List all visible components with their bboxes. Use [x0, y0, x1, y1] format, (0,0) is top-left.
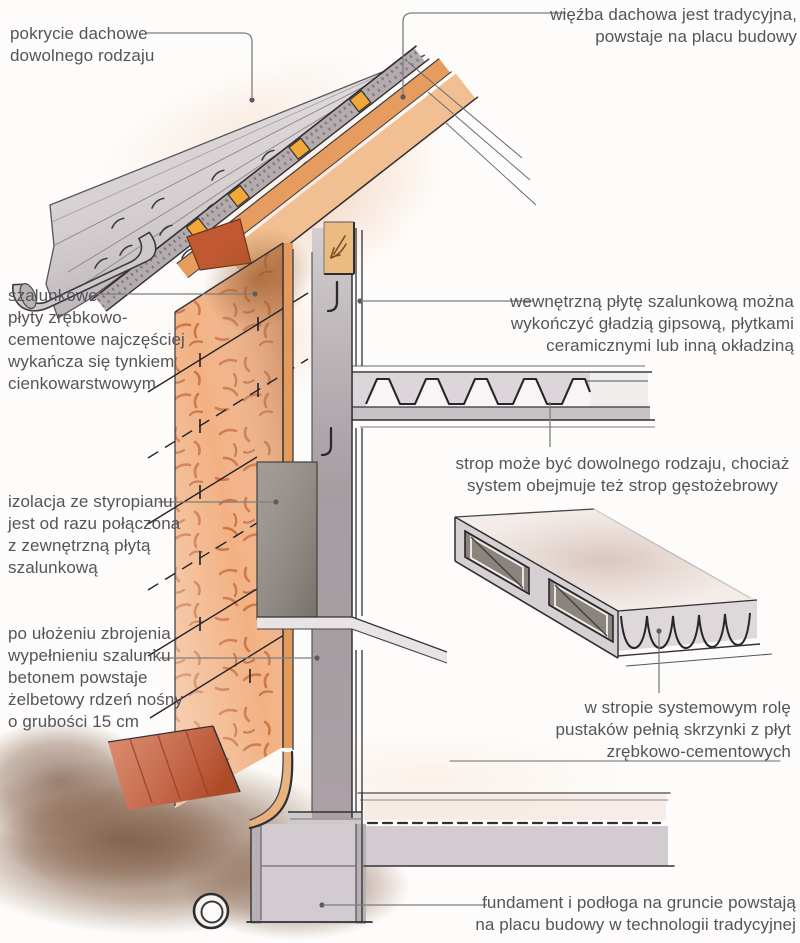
metal-hooks [320, 280, 339, 457]
label-roof-covering: pokrycie dachowe dowolnego rodzaju [10, 24, 155, 65]
base-apron [107, 725, 241, 810]
label-concrete-core: po ułożeniu zbrojenia wypełnieniu szalun… [8, 624, 184, 731]
leader-roof-covering [146, 32, 253, 97]
label-roof-truss: więźba dachowa jest tradycyjna, powstaje… [550, 5, 797, 46]
label-floor-slab: strop może być dowolnego rodzaju, chocia… [455, 454, 790, 495]
label-inner-panel-finish: wewnętrzną płytę szalunkową można wykońc… [510, 292, 794, 355]
panel-bottom-curl [248, 750, 294, 830]
chip-cement-panel-outer [174, 228, 313, 808]
label-styrofoam-insulation: izolacja ze styropianu jest od razu połą… [8, 492, 181, 577]
concrete-core [311, 228, 353, 818]
floor-slab-corrugated [345, 365, 655, 428]
leader-lines [97, 12, 662, 908]
wall-assembly [107, 221, 448, 830]
leader-roof-truss [402, 12, 566, 95]
label-floor-boxes: w stropie systemowym rolę pustaków pełni… [555, 698, 791, 761]
foundation [246, 760, 781, 924]
styrofoam-insulation [256, 461, 318, 620]
wall-step-ledge [257, 616, 448, 664]
box-corrugated-face [617, 599, 773, 667]
gutter [12, 231, 157, 312]
floor-box-element [454, 508, 773, 667]
leader-dots [249, 94, 662, 908]
label-formwork-panels: szalunkowe płyty zrębkowo- cementowe naj… [8, 286, 185, 393]
wall-base-lines [288, 811, 362, 820]
roof-receding-lines [407, 61, 537, 206]
section-cut-lines [147, 292, 309, 719]
drain-pipe [192, 892, 230, 930]
rafter-band [89, 45, 479, 312]
cut-tick-marks [199, 317, 259, 683]
vent-block [323, 221, 355, 275]
box-openings [464, 529, 614, 644]
label-foundation: fundament i podłoga na gruncie powstają … [475, 893, 796, 934]
inner-panel [355, 228, 363, 812]
